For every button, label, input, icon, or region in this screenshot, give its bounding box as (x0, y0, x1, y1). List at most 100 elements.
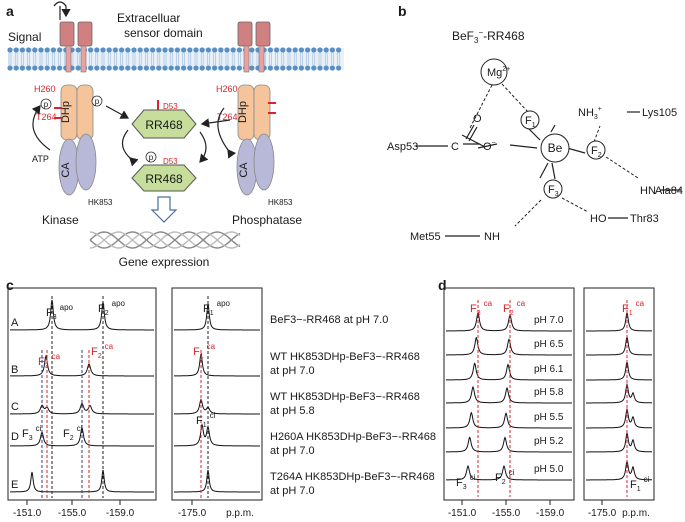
f3-ci-label: F3ci (22, 424, 42, 442)
spectrum-d-left-3 (446, 385, 572, 404)
panel-c: c F3apo F2apo F1apo F3ca F2ca F1ca F3ci … (6, 277, 436, 519)
lys105-label: Lys105 (642, 107, 677, 119)
f3-ca-label: F3ca (38, 352, 61, 370)
d-tick-4: -175.0 (588, 508, 617, 519)
phosphatase-dimer: DHp CA H260 T264 HK853 (216, 21, 293, 207)
ca-right-label: CA (238, 162, 250, 178)
f2-ca-label: F2ca (91, 342, 114, 360)
f1-atom (520, 110, 540, 130)
c-tick-2: -155.0 (58, 508, 87, 519)
svg-text:p: p (44, 100, 49, 109)
f1-ca-label: F1ca (193, 342, 216, 360)
spectrum-d-right-5 (586, 431, 652, 453)
f1-ci-label: F1ci (196, 411, 216, 429)
desc-c-line2: at pH 5.8 (270, 405, 315, 417)
svg-text:F3: F3 (548, 184, 559, 198)
d53-top-label: D53 (163, 102, 178, 111)
carboxyl-c: C (451, 141, 459, 153)
ph-label-2: pH 6.1 (534, 364, 564, 375)
spectrum-d-left-2 (446, 362, 572, 381)
f3-atom (543, 179, 563, 199)
spectrum-d-left-1 (446, 336, 572, 356)
d-ppm-label: p.p.m. (622, 508, 650, 519)
spectrum-frame-right (171, 287, 263, 501)
spectrum-c-right-1 (174, 353, 260, 377)
t264-right-label: T264 (217, 112, 238, 122)
panel-d: d F3ca F2ca F1ca F3ci F2ci F1ci pH 7.0pH… (438, 277, 655, 519)
rr468-phos (131, 164, 197, 192)
c-tick-1: -151.0 (13, 508, 42, 519)
panel-d-letter: d (438, 277, 447, 293)
phospho-circle-left (40, 98, 52, 110)
spectrum-c-right-2 (174, 398, 260, 415)
row-letter-c: C (11, 401, 19, 413)
d-f3-ci-label: F3ci (456, 473, 476, 491)
expression-arrow (150, 196, 178, 223)
kinase-dimer: DHp CA H260 T264 p p HK853 ATP (31, 21, 113, 207)
spectrum-c-right-3 (174, 423, 260, 447)
sensor-label-line2: sensor domain (124, 26, 203, 40)
atp-label: ATP (32, 154, 49, 164)
c-tick-3: -159.0 (106, 508, 135, 519)
desc-b-line1: WT HK853DHp-BeF3−-RR468 (270, 351, 420, 363)
phospho-circle-rr (145, 151, 157, 163)
dna-helix-icon (89, 231, 241, 249)
nh3-label: NH3+ (578, 106, 602, 121)
d-frame-right (583, 287, 655, 501)
row-letter-e: E (11, 479, 18, 491)
kinase-label: Kinase (42, 213, 79, 227)
panel-c-letter: c (6, 277, 14, 293)
spectrum-d-right-2 (586, 360, 652, 381)
rr468-unphos (131, 109, 197, 139)
desc-d-line2: at pH 7.0 (270, 445, 315, 457)
d-tick-1: -151.0 (448, 508, 477, 519)
spectrum-d-right-4 (586, 407, 653, 429)
desc-a: BeF3−-RR468 at pH 7.0 (270, 314, 388, 326)
h260-right-label: H260 (216, 84, 238, 94)
svg-text:RR468: RR468 (145, 172, 183, 186)
d-f3-ca-label: F3ca (470, 299, 493, 317)
ph-label-1: pH 6.5 (534, 339, 564, 350)
svg-text:RR468: RR468 (145, 118, 183, 132)
nh-label: NH (484, 231, 500, 243)
asp53-label: Asp53 (387, 141, 418, 153)
f2-atom (586, 140, 606, 160)
beF3-title: BeF3−-RR468 (452, 28, 525, 45)
d-f2-ca-label: F2ca (503, 299, 526, 317)
f1-apo-label: F1apo (203, 299, 231, 317)
thr83-label: Thr83 (630, 213, 659, 225)
dhp-left-label: DHp (60, 101, 72, 123)
f2-ci-label: F2ci (63, 424, 83, 442)
svg-text:Be: Be (548, 141, 563, 155)
h260-label: H260 (34, 84, 56, 94)
d53-bottom-label: D53 (163, 157, 178, 166)
row-letter-b: B (11, 364, 18, 376)
spectrum-frame-left (7, 287, 157, 501)
carboxyl-o-minus: O− (483, 140, 496, 153)
svg-text:p: p (149, 153, 154, 162)
carbonyl-o: O (473, 113, 482, 125)
spectrum-d-right-0 (586, 311, 652, 332)
d-f1-ci-label: F1ci (630, 475, 650, 493)
spectrum-d-left-0 (446, 311, 572, 332)
spectrum-d-left-5 (446, 436, 572, 453)
d-tick-2: -155.0 (492, 508, 521, 519)
desc-b-line2: at pH 7.0 (270, 365, 315, 377)
ho-label: HO (590, 213, 607, 225)
panel-a-letter: a (6, 3, 14, 19)
ph-label-3: pH 5.8 (534, 387, 564, 398)
ala84-label: Ala84 (655, 185, 683, 197)
f3-apo-label: F3apo (46, 303, 74, 321)
spectrum-d-right-6 (586, 459, 652, 481)
ca-left-label: CA (60, 162, 72, 178)
panel-b: b BeF3−-RR468 Mg2+ F1 Be F2 (387, 3, 683, 243)
svg-text:F2: F2 (591, 145, 602, 159)
c-tick-4: -175.0 (178, 508, 207, 519)
be-atom (540, 133, 570, 163)
f2-apo-label: F2apo (98, 299, 126, 317)
spectrum-c-left-0 (10, 299, 154, 331)
panel-b-letter: b (398, 3, 407, 19)
signal-label: Signal (8, 30, 41, 44)
row-letter-d: D (11, 431, 19, 443)
